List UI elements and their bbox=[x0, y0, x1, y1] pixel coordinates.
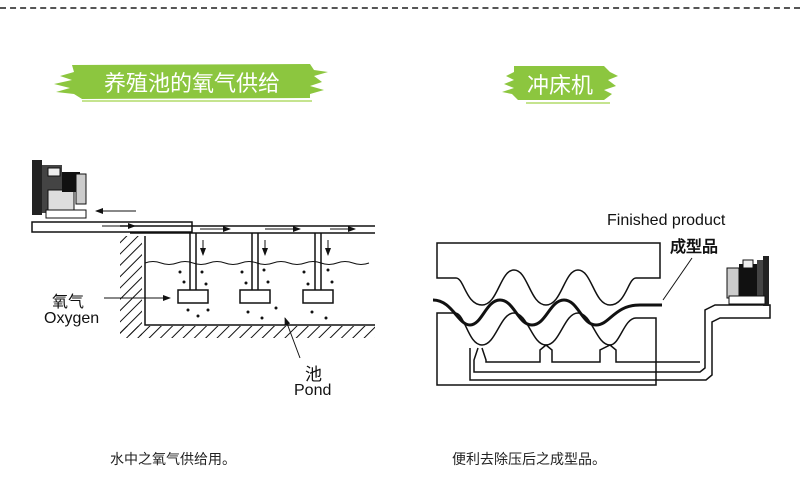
blower-icon bbox=[726, 256, 769, 306]
pond-label-en: Pond bbox=[294, 382, 332, 399]
oxygen-label-cn: 氧气 bbox=[52, 292, 85, 311]
caption-right: 便利去除压后之成型品。 bbox=[452, 452, 606, 468]
section-title-right: 冲床机 bbox=[526, 74, 593, 99]
section-title-badge-left: 养殖池的氧气供给 bbox=[52, 62, 332, 102]
top-dashed-divider bbox=[0, 7, 800, 9]
blower-icon bbox=[32, 160, 87, 219]
oxygen-label-en: Oxygen bbox=[44, 310, 100, 327]
section-title-left: 养殖池的氧气供给 bbox=[103, 72, 280, 97]
aeration-pond-diagram bbox=[31, 160, 375, 359]
brush-stroke-bg bbox=[502, 66, 618, 104]
pond-label-cn: 池 bbox=[305, 365, 322, 385]
caption-left: 水中之氧气供给用。 bbox=[110, 452, 236, 468]
section-title-badge-right: 冲床机 bbox=[500, 64, 620, 104]
finished-product-label-cn: 成型品 bbox=[670, 237, 719, 256]
finished-product-label-en: Finished product bbox=[607, 212, 726, 229]
brush-stroke-bg bbox=[54, 64, 328, 102]
press-machine-diagram bbox=[432, 242, 771, 386]
